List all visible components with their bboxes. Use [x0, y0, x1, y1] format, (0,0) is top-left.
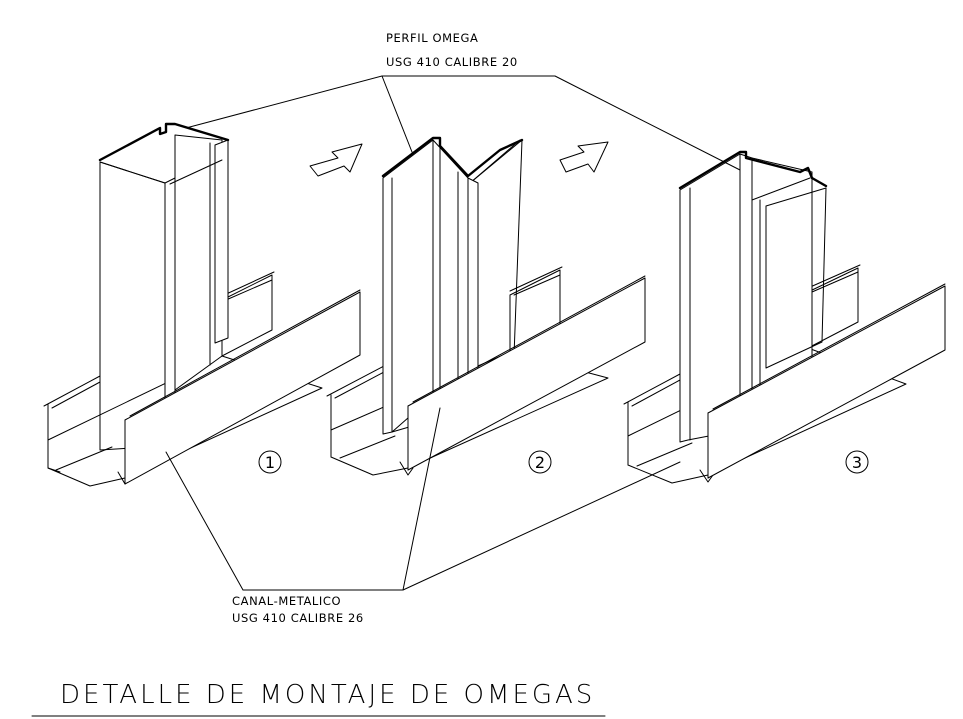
- assembly-1: [43, 122, 363, 487]
- channel-front-wall-3: [707, 283, 946, 479]
- step-circle-2: [528, 450, 552, 474]
- step-number-3: 3: [852, 453, 862, 472]
- omega-profile-2: [381, 136, 524, 435]
- step-marker-2: 2: [528, 450, 552, 474]
- canal-label-line2: USG 410 CALIBRE 26: [232, 611, 364, 625]
- assembly-3: [623, 150, 946, 484]
- omega-label-line2: USG 410 CALIBRE 20: [386, 55, 518, 69]
- step-circle-1: [258, 450, 282, 474]
- step-marker-1: 1: [258, 450, 282, 474]
- omega-label-line1: PERFIL OMEGA: [386, 31, 478, 45]
- step-number-2: 2: [535, 453, 545, 472]
- channel-front-wall-1: [124, 289, 361, 485]
- step-number-1: 1: [265, 453, 275, 472]
- arrow-down-icon: [559, 141, 609, 173]
- step-circle-3: [845, 450, 869, 474]
- arrow-up-icon: [309, 143, 363, 177]
- assembly-2: [326, 136, 646, 476]
- canal-label-line1: CANAL-METALICO: [232, 594, 341, 608]
- omega-profile-1: [98, 122, 230, 451]
- step-marker-3: 3: [845, 450, 869, 474]
- channel-front-wall-2: [407, 275, 646, 471]
- omega-profile-3: [678, 150, 828, 443]
- drawing-title: DETALLE DE MONTAJE DE OMEGAS: [60, 680, 595, 710]
- canal-leader-lines: [165, 407, 681, 591]
- omega-leader-lines: [185, 75, 741, 171]
